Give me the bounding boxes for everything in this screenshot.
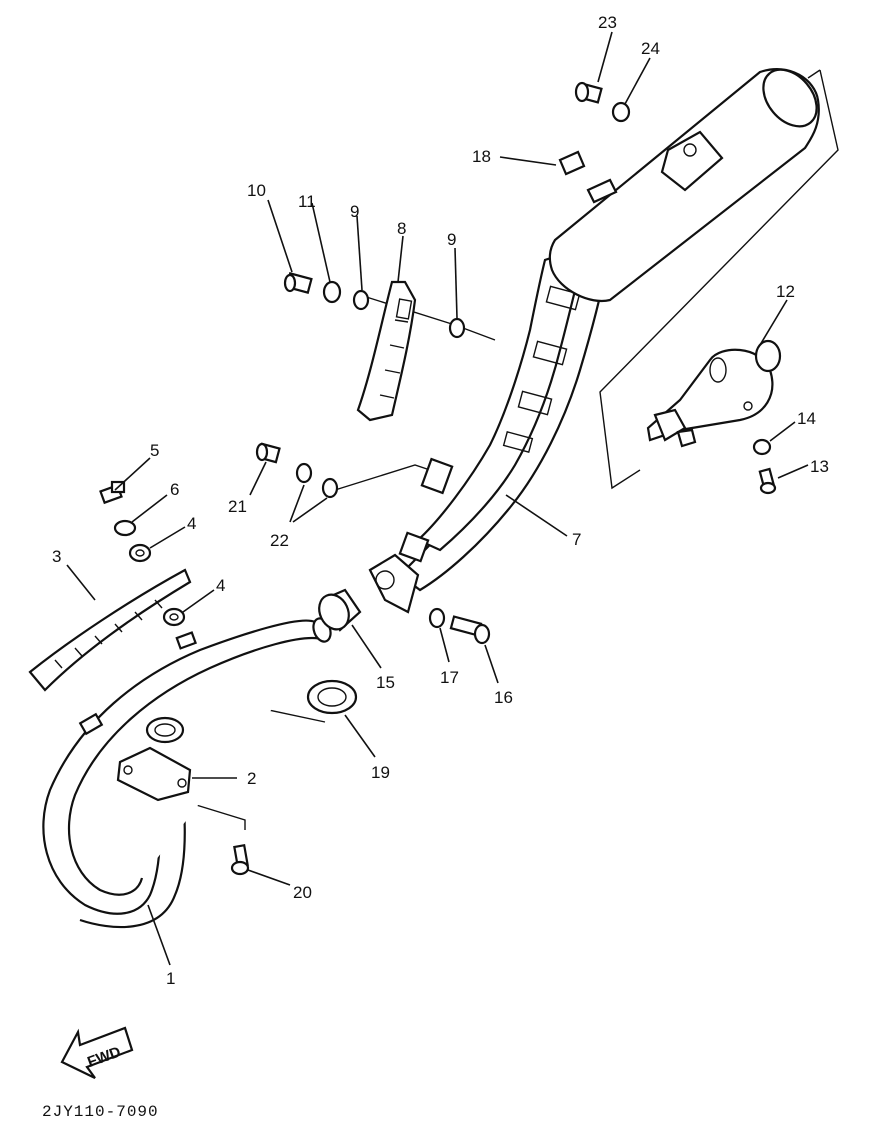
muffler-heat-protector [356, 280, 417, 422]
nut-6 [113, 519, 137, 537]
callout-12: 12 [776, 282, 795, 301]
washer-22a [295, 462, 313, 484]
leader-lines [66, 31, 809, 966]
callout-16: 16 [494, 688, 513, 707]
callout-5: 5 [150, 441, 159, 460]
washer-4a-hole [135, 549, 145, 557]
washer-9a [352, 289, 370, 311]
washer-4a [128, 543, 152, 563]
callout-10: 10 [247, 181, 266, 200]
bolt-16 [449, 615, 491, 645]
washer-22b [321, 477, 339, 499]
bolt-20 [230, 844, 250, 876]
fwd-arrow: FWD [60, 1026, 134, 1079]
callout-7: 7 [572, 530, 581, 549]
tail-pipe-end-cap [646, 339, 782, 448]
collar-11 [322, 280, 342, 304]
exhaust-header-pipe [42, 617, 332, 929]
washer-24 [611, 101, 631, 123]
muffler-body [548, 68, 820, 303]
callout-4a: 4 [187, 514, 196, 533]
bolt-23 [574, 81, 603, 104]
callout-6: 6 [170, 480, 179, 499]
exhaust-flange [116, 716, 192, 802]
callout-1: 1 [166, 969, 175, 988]
gasket-15 [318, 588, 362, 632]
clip-18 [558, 150, 586, 176]
callout-13: 13 [810, 457, 829, 476]
washer-9b [448, 317, 466, 339]
callout-2: 2 [247, 769, 256, 788]
callout-11: 11 [298, 192, 316, 211]
header-heat-protector [28, 568, 192, 692]
pipe-clamp [368, 553, 420, 614]
bolt-13 [758, 467, 777, 495]
callout-18: 18 [472, 147, 491, 166]
callout-4b: 4 [216, 576, 225, 595]
callout-3: 3 [52, 547, 61, 566]
diagram-code: 2JY110-7090 [42, 1103, 159, 1121]
washer-4b [162, 607, 186, 627]
callout-9a: 9 [350, 202, 359, 221]
callout-15: 15 [376, 673, 395, 692]
callout-9b: 9 [447, 230, 456, 249]
washer-14 [752, 438, 772, 456]
callout-20: 20 [293, 883, 312, 902]
bolt-10 [283, 272, 313, 294]
gasket-19 [306, 679, 358, 715]
callout-19: 19 [371, 763, 390, 782]
callout-14: 14 [797, 409, 816, 428]
callout-17: 17 [440, 668, 459, 687]
callout-8: 8 [397, 219, 406, 238]
callout-24: 24 [641, 39, 660, 58]
callout-numbers: 23 24 18 10 11 9 8 9 12 14 13 5 6 4 3 4 … [52, 13, 829, 988]
callout-21: 21 [228, 497, 247, 516]
callout-22: 22 [270, 531, 289, 550]
callout-23: 23 [598, 13, 617, 32]
washer-4b-hole [169, 613, 179, 621]
washer-17 [428, 607, 446, 629]
bolt-21 [255, 442, 281, 464]
